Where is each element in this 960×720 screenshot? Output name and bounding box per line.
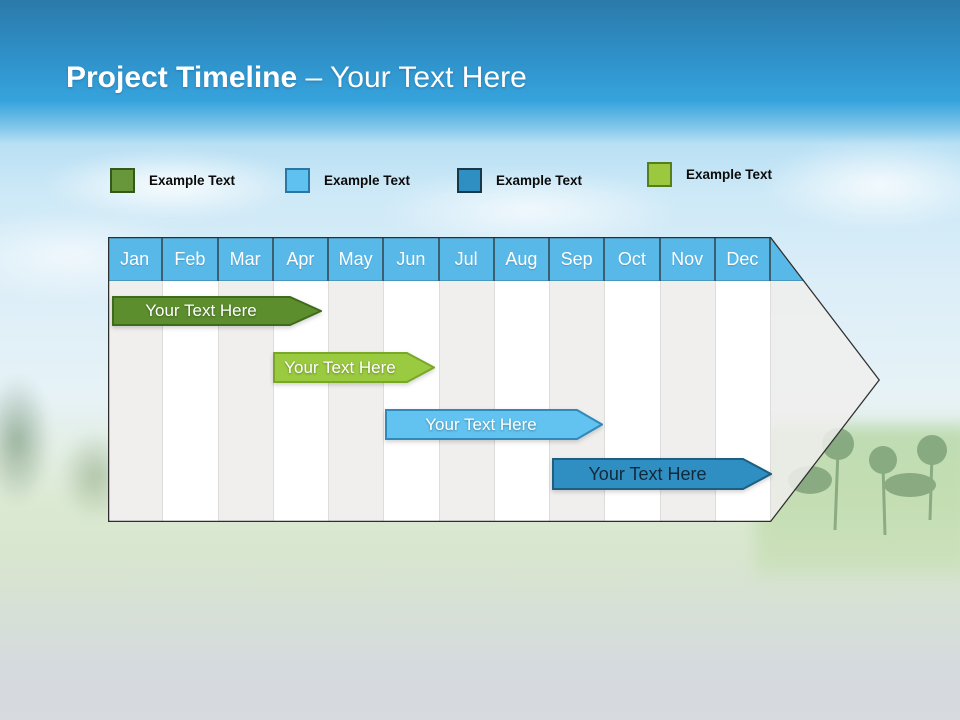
gantt-bar-2[interactable]: Your Text Here [273,352,435,383]
gantt-bar-3[interactable]: Your Text Here [385,409,603,440]
month-cell-may: May [329,237,385,281]
legend-item-4: Example Text [647,162,772,187]
legend-swatch-blue [457,168,482,193]
month-cell-nov: Nov [661,237,716,281]
month-column-aug [494,281,550,522]
cloud-shape [380,170,680,250]
month-cell-jun: Jun [384,237,440,281]
legend-label: Example Text [686,167,773,182]
month-column-jul [439,281,495,522]
page-title-secondary: – Your Text Here [305,61,527,94]
tree-silhouette [0,375,52,505]
cloud-shape [40,150,300,220]
gantt-bar-1[interactable]: Your Text Here [112,296,322,326]
gantt-bar-label: Your Text Here [284,358,396,377]
month-cell-mar: Mar [219,237,274,281]
month-cell-apr: Apr [274,237,329,281]
month-cell-aug: Aug [495,237,550,281]
page-title-main: Project Timeline [66,61,298,94]
month-cell-jan: Jan [108,237,164,281]
legend-item-3: Example Text [457,168,582,193]
month-cell-jul: Jul [440,237,495,281]
gantt-bar-4[interactable]: Your Text Here [552,458,772,490]
legend-swatch-yellowgreen [647,162,672,187]
month-cell-feb: Feb [163,237,219,281]
month-cell-sep: Sep [550,237,606,281]
month-cell-dec: Dec [716,237,771,281]
legend-label: Example Text [324,173,411,188]
month-cell-oct: Oct [605,237,661,281]
page-title: Project Timeline – Your Text Here [66,60,527,96]
legend-item-2: Example Text [285,168,410,193]
gantt-bar-label: Your Text Here [145,301,257,320]
legend-item-1: Example Text [110,168,235,193]
legend-label: Example Text [149,173,236,188]
legend-swatch-lightblue [285,168,310,193]
legend-label: Example Text [496,173,583,188]
month-column-jun [384,281,440,522]
month-column-may [329,281,385,522]
gantt-bar-label: Your Text Here [425,415,537,434]
cloud-shape [760,140,960,230]
gantt-bar-label: Your Text Here [588,464,707,484]
legend-swatch-green [110,168,135,193]
